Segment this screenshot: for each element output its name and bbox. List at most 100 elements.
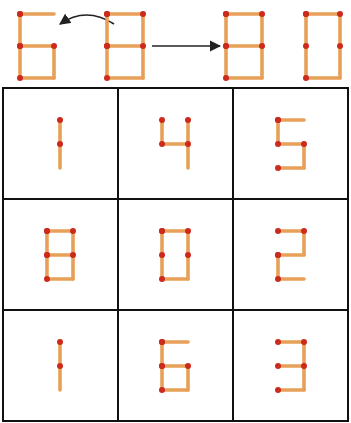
matchstick-digit: 2 bbox=[278, 231, 304, 279]
match-head bbox=[159, 363, 165, 369]
grid-lines bbox=[3, 88, 348, 421]
match-head bbox=[159, 276, 165, 282]
match-head bbox=[301, 141, 307, 147]
match-head bbox=[337, 11, 343, 17]
match-head bbox=[70, 252, 76, 258]
matchstick bbox=[302, 231, 306, 255]
matchstick bbox=[107, 76, 143, 80]
matchstick-figure: 1 bbox=[47, 342, 73, 390]
matchstick bbox=[226, 76, 262, 80]
matchstick-digit: 1 bbox=[47, 120, 73, 168]
matchstick-digit: 8 bbox=[47, 231, 73, 279]
matchstick-figure: 1 bbox=[47, 120, 73, 168]
match-head bbox=[17, 11, 23, 17]
matchstick-group bbox=[303, 11, 343, 81]
matchstick bbox=[226, 12, 262, 16]
matchstick bbox=[58, 120, 62, 144]
match-head bbox=[104, 11, 110, 17]
matchstick bbox=[45, 255, 49, 279]
matchstick-group bbox=[159, 117, 191, 168]
matchstick-group bbox=[159, 339, 191, 393]
matchstick bbox=[306, 76, 340, 80]
matchstick bbox=[58, 144, 62, 168]
match-head bbox=[70, 228, 76, 234]
match-head bbox=[337, 43, 343, 49]
match-head bbox=[303, 43, 309, 49]
matchstick-figure: 8 bbox=[107, 14, 143, 78]
matchstick bbox=[71, 255, 75, 279]
matchstick-digit: 1 bbox=[47, 342, 73, 390]
match-head bbox=[185, 117, 191, 123]
match-head bbox=[275, 363, 281, 369]
match-head bbox=[159, 252, 165, 258]
match-head bbox=[57, 117, 63, 123]
match-head bbox=[275, 117, 281, 123]
matchstick bbox=[278, 253, 304, 257]
match-head bbox=[159, 339, 165, 345]
matchstick-group bbox=[275, 228, 307, 282]
match-head bbox=[159, 228, 165, 234]
match-head bbox=[275, 387, 281, 393]
matchstick-figure: 4 bbox=[162, 120, 188, 168]
matchstick bbox=[278, 340, 304, 344]
match-head bbox=[275, 165, 281, 171]
match-head bbox=[301, 228, 307, 234]
match-head bbox=[303, 75, 309, 81]
matchstick bbox=[278, 142, 304, 146]
matchstick bbox=[47, 229, 73, 233]
match-head bbox=[159, 339, 165, 345]
matchstick bbox=[278, 388, 304, 392]
match-head bbox=[57, 339, 63, 345]
match-head bbox=[44, 276, 50, 282]
matchstick bbox=[162, 364, 188, 368]
match-head bbox=[275, 141, 281, 147]
matchstick-group bbox=[17, 11, 57, 81]
match-head bbox=[159, 117, 165, 123]
matchstick bbox=[18, 14, 22, 46]
match-head bbox=[259, 43, 265, 49]
matchstick bbox=[141, 46, 145, 78]
match-head bbox=[140, 11, 146, 17]
match-head bbox=[185, 228, 191, 234]
matchstick-group bbox=[275, 339, 307, 393]
matchstick bbox=[162, 277, 188, 281]
matchstick bbox=[160, 255, 164, 279]
match-head bbox=[17, 43, 23, 49]
matchstick-figure: 6 bbox=[162, 342, 188, 390]
match-head bbox=[303, 11, 309, 17]
match-head bbox=[159, 141, 165, 147]
matchstick-figure: 0 bbox=[162, 231, 188, 279]
matchstick bbox=[306, 12, 340, 16]
matchstick-digit: 6 bbox=[20, 14, 54, 78]
match-head bbox=[57, 141, 63, 147]
matchstick bbox=[302, 366, 306, 390]
matchstick-digit: 3 bbox=[278, 342, 304, 390]
match-head bbox=[44, 252, 50, 258]
matchstick bbox=[162, 388, 188, 392]
matchstick-group bbox=[44, 228, 76, 282]
matchstick-figure: 3 bbox=[278, 342, 304, 390]
matchstick bbox=[58, 342, 62, 366]
matchstick-figure: 2 bbox=[278, 231, 304, 279]
match-head bbox=[275, 252, 281, 258]
matchstick bbox=[20, 76, 54, 80]
matchstick bbox=[302, 342, 306, 366]
matchstick-group bbox=[223, 11, 265, 81]
matchstick bbox=[186, 231, 190, 255]
matchstick bbox=[302, 144, 306, 168]
matchstick bbox=[52, 46, 56, 78]
matchstick-group bbox=[275, 117, 307, 171]
matchstick bbox=[186, 366, 190, 390]
match-head bbox=[185, 363, 191, 369]
match-head bbox=[104, 43, 110, 49]
matchstick-group bbox=[57, 117, 63, 168]
match-head bbox=[185, 141, 191, 147]
matchstick bbox=[162, 142, 188, 146]
matchstick-digit: 8 bbox=[226, 14, 262, 78]
match-head bbox=[44, 228, 50, 234]
matchstick-digit: 8 bbox=[107, 14, 143, 78]
match-head bbox=[17, 11, 23, 17]
matchstick bbox=[105, 46, 109, 78]
matchstick bbox=[226, 44, 262, 48]
matchstick-digit: 0 bbox=[306, 14, 340, 78]
